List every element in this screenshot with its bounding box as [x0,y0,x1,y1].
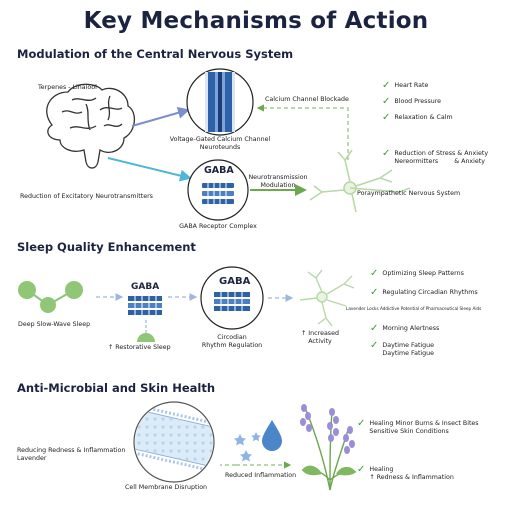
terpenes-label: Terpenes - Linalool [38,84,97,91]
check-blood-pressure: ✓Blood Pressure [382,96,442,107]
check-icon: ✓ [370,287,379,298]
gaba-block-label: GABA [131,282,160,292]
check-icon: ✓ [382,80,391,91]
gaba-circle-title: GABA [204,165,234,176]
slow-wave-molecule-icon [18,281,83,313]
check-healing: ✓ Healing↑ Redness & Inflammation [357,464,454,482]
check-icon: ✓ [370,268,379,279]
gaba-receptor-circle [187,159,249,221]
check-heart-rate: ✓Heart Rate [382,80,429,91]
brain-icon [46,83,135,169]
calcium-channel-label: Voltage-Gated Calcium Channel Neuroteund… [169,136,271,151]
stars-icon [234,432,261,462]
sleep-neuron-icon [299,269,355,327]
circadian-label: Circodian Rhythm Regulation [201,334,263,349]
check-regulating: ✓Regulating Circadian Rhythms [370,287,478,298]
skin-section-heading: Anti-Microbial and Skin Health [17,381,216,395]
redness-label: Reducing Redness & Inflammation Lavender [17,447,126,462]
cell-membrane-circle [133,401,215,483]
slow-wave-label: Deep Slow-Wave Sleep [18,321,91,328]
calcium-blockade-label: Calcium Channel Blockade [265,96,349,103]
circadian-gaba-circle [200,266,264,330]
check-icon: ✓ [357,418,366,429]
increased-activity-label: ↑ Increased Activity [301,330,339,345]
check-stress-reduction: ✓ Reduction of Stress & Anxiety Nereormi… [382,148,489,166]
cns-section-heading: Modulation of the Central Nervous System [17,47,294,61]
check-icon: ✓ [370,323,379,334]
neuron-icon [309,149,411,213]
calcium-channel-circle [186,68,254,136]
check-optimizing: ✓Optimizing Sleep Patterns [370,268,464,279]
page-title: Key Mechanisms of Action [83,8,429,34]
check-icon: ✓ [382,96,391,107]
reduced-inflammation-label: Reduced Inflammation [225,472,297,479]
check-icon: ✓ [382,148,391,159]
neurotransmission-label: Neurotransmission Modulation [248,174,308,189]
reduction-excitatory-label: Reduction of Excitatory Neurotransmitter… [20,193,153,200]
check-relaxation: ✓Relaxation & Calm [382,112,453,123]
restorative-half-circle-icon [137,333,155,342]
check-icon: ✓ [357,464,366,475]
gaba-complex-label: GABA Receptor Complex [179,223,257,230]
restorative-label: ↑ Restorative Sleep [108,344,171,351]
gaba-block-icon [128,296,162,315]
check-morning: ✓Morning Alertness [370,323,440,334]
check-icon: ✓ [370,340,379,351]
lavender-plant-icon [300,404,357,491]
circle-gaba-label: GABA [219,276,251,287]
membrane-label: Cell Membrane Disruption [125,484,208,491]
sleep-section-heading: Sleep Quality Enhancement [17,240,196,254]
check-icon: ✓ [382,112,391,123]
parasympathetic-label: Poraympathetic Nervous System [357,190,461,197]
lavender-note: Lavender Locks Addictive Potential of Ph… [346,306,482,311]
droplet-icon [262,420,282,451]
